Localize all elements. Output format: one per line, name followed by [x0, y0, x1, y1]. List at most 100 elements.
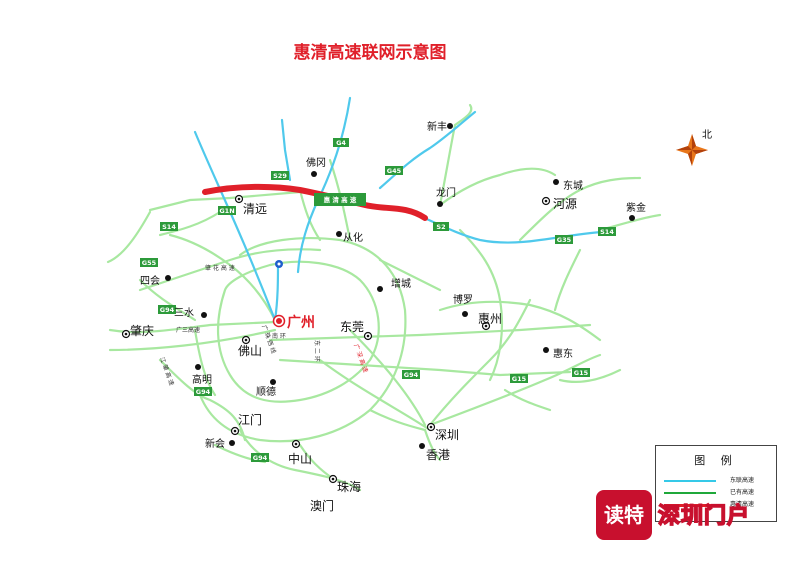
svg-text:澳门: 澳门 [310, 498, 334, 513]
svg-text:深圳: 深圳 [435, 428, 459, 442]
city-zhaoqing: 肇庆 [121, 323, 154, 339]
city-huidong: 惠东 [543, 347, 573, 360]
route-badge-g94-west: G94 [158, 305, 176, 314]
city-longmen: 龙门 [436, 186, 456, 207]
legend-swatch-connecting [664, 480, 716, 482]
legend-swatch-huiqing [664, 504, 716, 507]
svg-text:惠州: 惠州 [478, 312, 502, 326]
svg-text:S14: S14 [600, 228, 614, 236]
brand-name: 深圳门户 [657, 503, 751, 530]
route-badge-g55: G55 [140, 258, 158, 267]
map-title: 惠清高速联网示意图 [293, 43, 447, 63]
svg-text:高明: 高明 [192, 373, 212, 386]
svg-text:G94: G94 [160, 306, 175, 314]
city-fogang: 佛冈 [306, 156, 326, 177]
svg-text:佛山: 佛山 [238, 344, 262, 358]
city-zengcheng: 增城 [377, 277, 411, 292]
legend-item: 已有高速 [664, 488, 774, 498]
city-guangzhou: 广州 [272, 314, 315, 331]
svg-text:顺德: 顺德 [256, 385, 276, 398]
svg-text:广州: 广州 [287, 314, 315, 331]
svg-text:增城: 增城 [391, 277, 411, 290]
city-boluo: 博罗 [453, 293, 473, 317]
route-badge-s14-west: S14 [160, 222, 178, 231]
svg-text:香港: 香港 [426, 448, 450, 462]
svg-text:G35: G35 [557, 236, 572, 244]
svg-text:东 二 环: 东 二 环 [313, 340, 321, 362]
huiqing-label-badge: 惠 清 高 速 [314, 193, 366, 206]
svg-text:G94: G94 [404, 371, 419, 379]
city-dongcheng: 东城 [553, 179, 583, 192]
route-badge-g94-southwest: G94 [194, 387, 212, 396]
city-zijin: 紫金 [626, 201, 646, 221]
svg-text:东城: 东城 [563, 179, 583, 192]
svg-text:河源: 河源 [553, 197, 577, 211]
svg-text:惠 清 高 速: 惠 清 高 速 [324, 195, 357, 204]
city-qingyuan: 清远 [234, 194, 267, 216]
legend-title: 图 例 [694, 454, 738, 467]
route-badge-s29: S29 [271, 171, 289, 180]
route-badge-g94-south: G94 [251, 453, 269, 462]
svg-text:江门: 江门 [238, 412, 262, 427]
legend-swatch-existing [664, 492, 716, 494]
city-xinfeng: 新丰 [427, 120, 453, 133]
svg-text:S2: S2 [436, 223, 445, 231]
svg-text:G15: G15 [574, 369, 589, 377]
route-badge-g15-west: G15 [510, 374, 528, 383]
svg-text:G94: G94 [253, 454, 268, 462]
legend: 图 例 东联高速 已有高速 惠清高速 [655, 445, 777, 522]
route-badge-g4: G4 [333, 138, 349, 147]
city-conghua: 从化 [336, 231, 363, 244]
city-huizhou: 惠州 [478, 312, 502, 331]
svg-text:惠东: 惠东 [553, 347, 573, 360]
route-badge-s14-east: S14 [598, 227, 616, 236]
svg-text:紫金: 紫金 [626, 201, 646, 214]
airport-marker-icon [275, 260, 283, 268]
svg-text:三水: 三水 [174, 307, 194, 319]
city-markers: 新丰 佛冈 清远 从化 龙门 东城 河源 紫金 四会 增城 三水 肇庆 广州 东… [121, 120, 646, 513]
svg-text:龙门: 龙门 [436, 186, 456, 199]
svg-text:G15: G15 [512, 375, 527, 383]
road-labels: 肇 花 高 速 广三高速 江 肇 高 速 南 环 广 珠 西 线 东 二 环 广… [158, 264, 370, 387]
svg-text:南 环: 南 环 [272, 332, 286, 340]
city-zhuhai: 珠海 [328, 474, 361, 494]
city-xinhui: 新会 [205, 437, 235, 450]
svg-text:S29: S29 [273, 172, 287, 180]
svg-text:S14: S14 [162, 223, 176, 231]
legend-label: 惠清高速 [730, 501, 755, 508]
city-shenzhen: 深圳 [426, 422, 459, 442]
legend-item: 东联高速 [664, 476, 774, 486]
svg-text:佛冈: 佛冈 [306, 156, 326, 169]
city-jiangmen: 江门 [230, 412, 262, 436]
brand-watermark: 读特 深圳门户 [596, 490, 796, 540]
legend-label: 已有高速 [730, 489, 755, 496]
compass-icon: 北 [676, 129, 712, 166]
city-gaoming: 高明 [192, 364, 212, 386]
city-zhongshan: 中山 [288, 439, 312, 466]
city-foshan: 佛山 [238, 335, 262, 358]
route-badge-g35: G35 [555, 235, 573, 244]
city-sihui: 四会 [140, 274, 171, 287]
svg-text:从化: 从化 [343, 231, 363, 244]
route-badge-s2: S2 [433, 222, 449, 231]
svg-text:新丰: 新丰 [427, 120, 447, 133]
legend-item: 惠清高速 [664, 500, 774, 510]
svg-text:珠海: 珠海 [337, 479, 361, 494]
route-badge-g15-east: G15 [572, 368, 590, 377]
svg-text:清远: 清远 [243, 202, 267, 216]
city-shunde: 顺德 [256, 379, 276, 398]
svg-text:新会: 新会 [205, 437, 225, 450]
route-badge-g1n: G1N [218, 206, 236, 215]
route-badge-g45: G45 [385, 166, 403, 175]
city-dongguan: 东莞 [340, 320, 373, 341]
svg-text:G94: G94 [196, 388, 211, 396]
svg-text:博罗: 博罗 [453, 293, 473, 306]
svg-text:江 肇 高 速: 江 肇 高 速 [158, 356, 176, 387]
brand-logo: 读特 [596, 490, 652, 540]
svg-text:中山: 中山 [288, 451, 312, 466]
svg-text:G55: G55 [142, 259, 157, 267]
svg-text:肇庆: 肇庆 [130, 323, 154, 338]
svg-text:G1N: G1N [219, 207, 234, 215]
legend-label: 东联高速 [730, 477, 755, 484]
